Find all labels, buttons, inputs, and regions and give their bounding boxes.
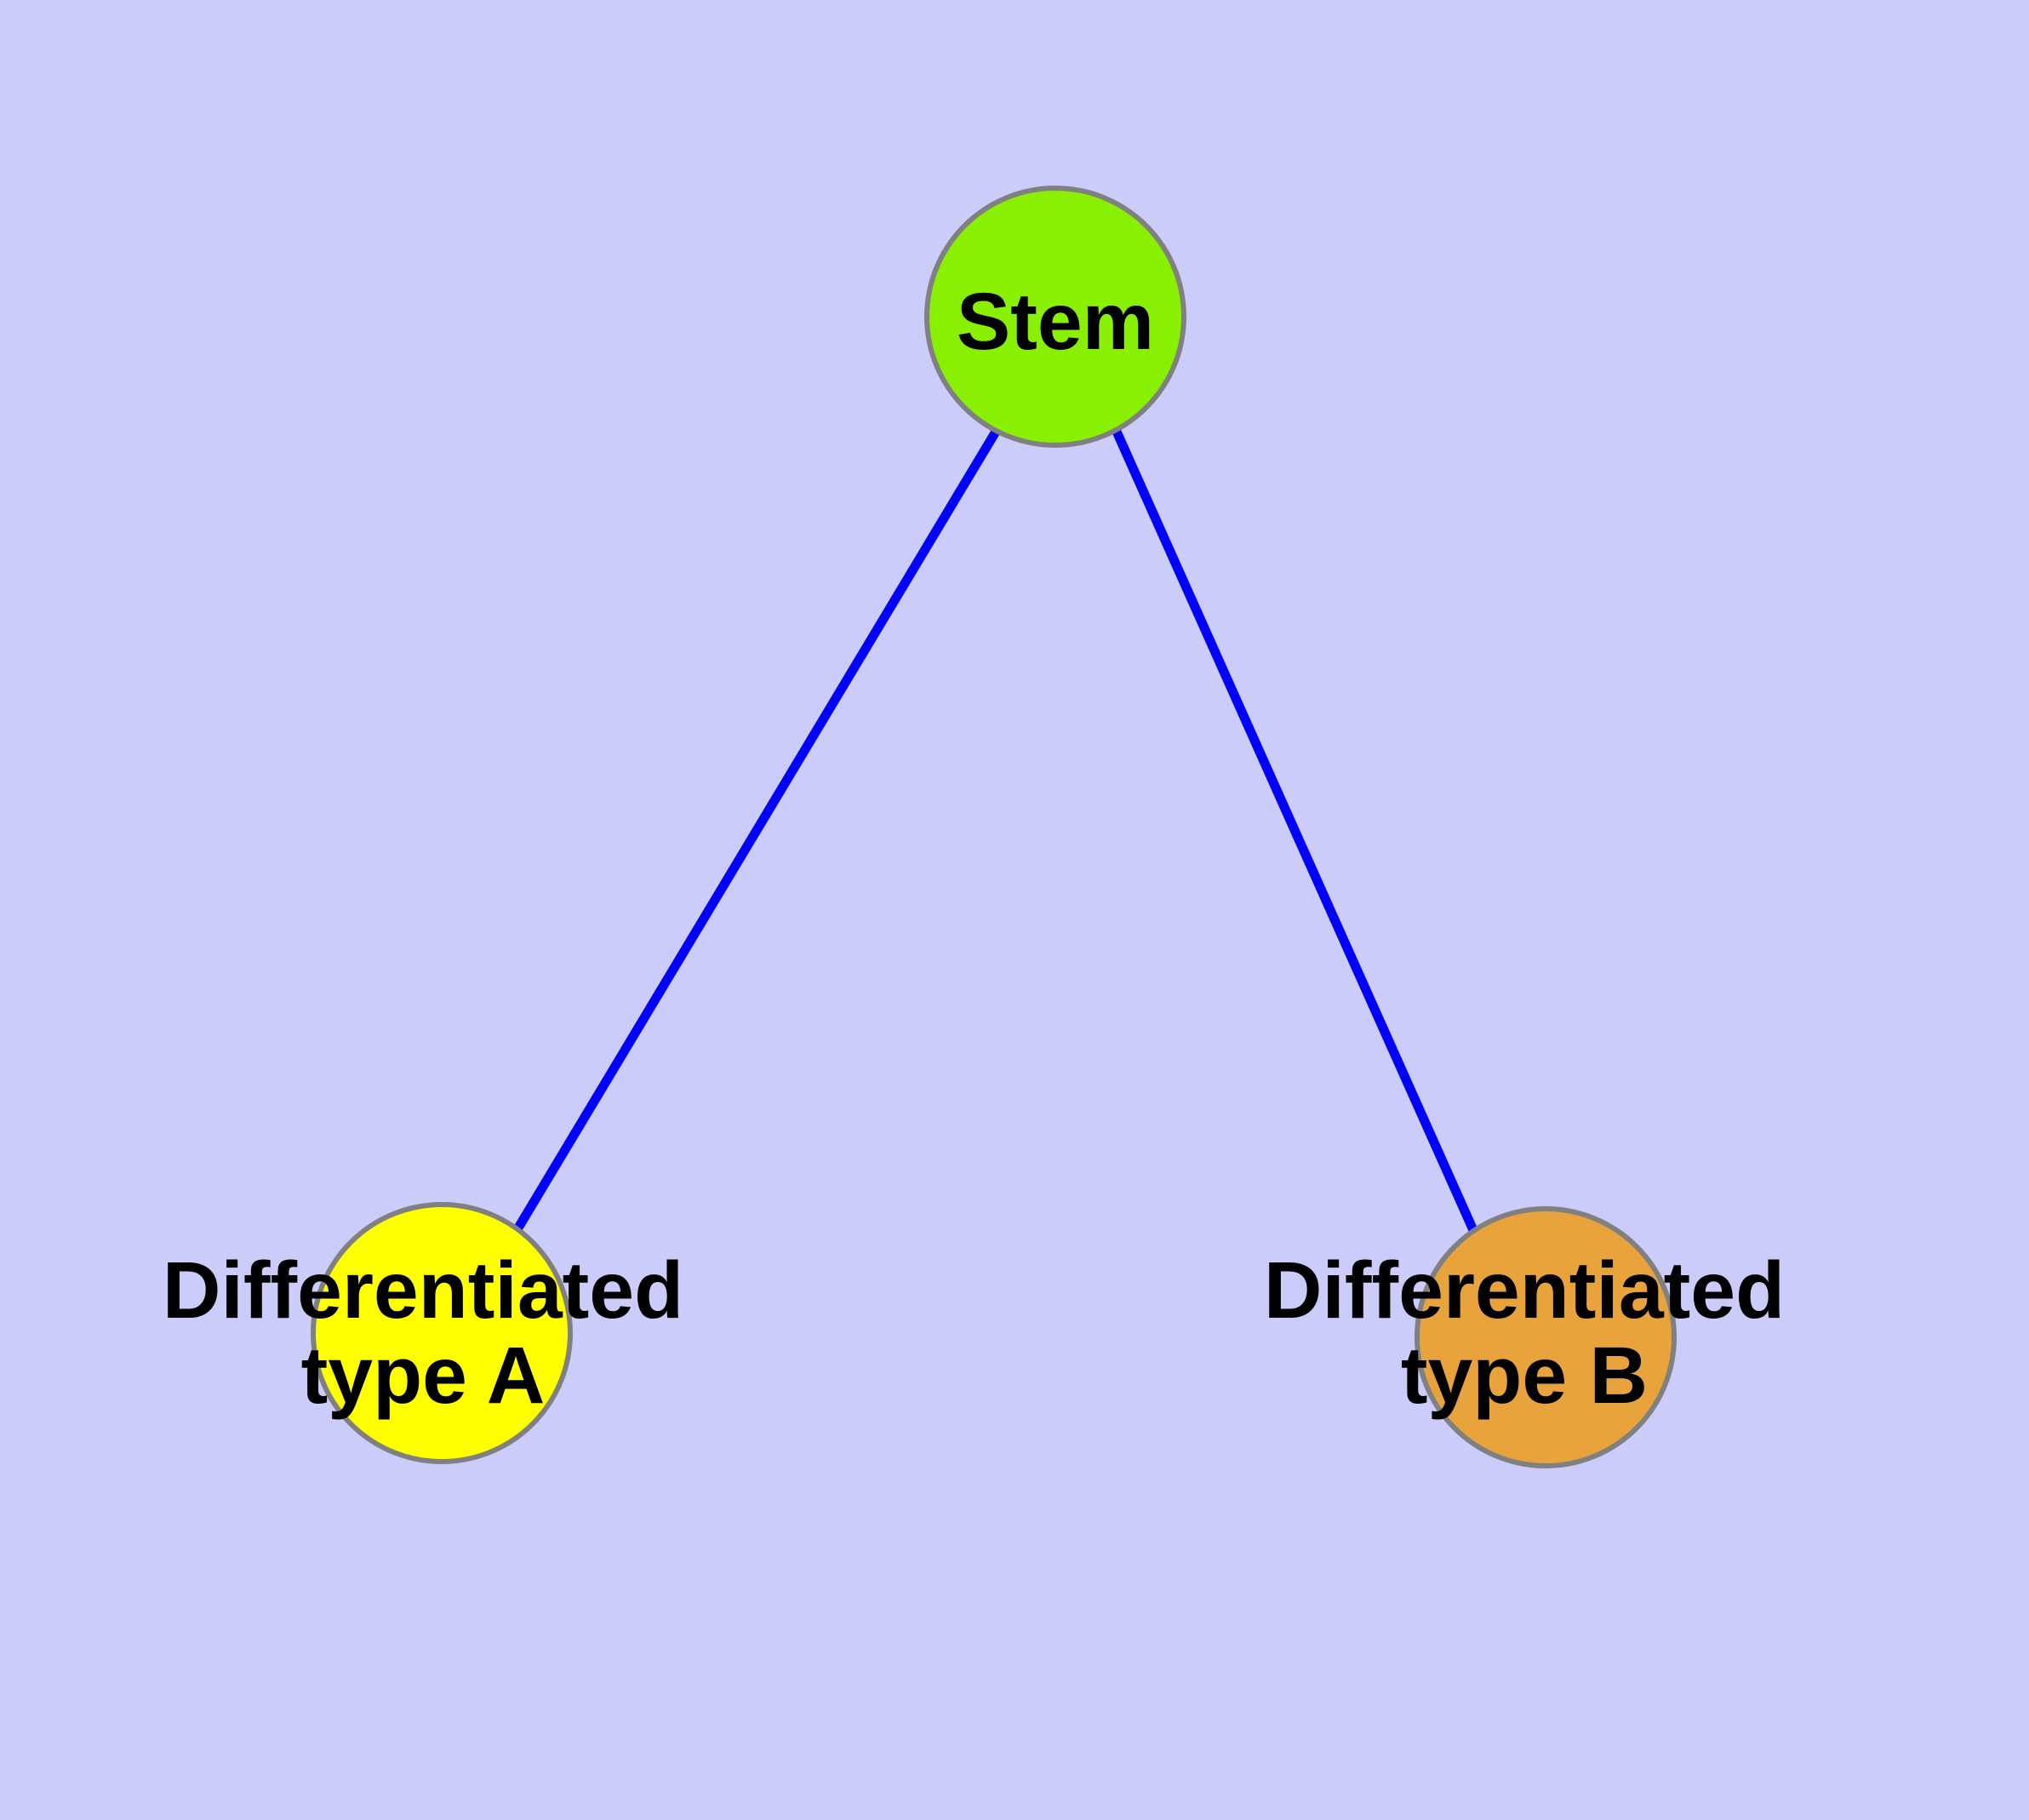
node-differentiated-type-a[interactable] [311, 1202, 573, 1464]
node-label-differentiated-type-b: type B [1401, 1331, 1648, 1421]
nodes-group [311, 186, 1677, 1468]
node-label-differentiated-type-a: Differentiated [163, 1245, 683, 1336]
node-differentiated-type-b[interactable] [1415, 1206, 1677, 1468]
node-label-differentiated-type-a: type A [301, 1331, 546, 1421]
node-stem[interactable] [924, 186, 1186, 448]
edge-stem-to-type-b [1112, 429, 1478, 1233]
edge-stem-to-type-a [513, 429, 1000, 1232]
node-label-differentiated-type-b: Differentiated [1264, 1245, 1785, 1336]
node-label-stem: Stem [957, 277, 1154, 367]
edges-group [513, 429, 1478, 1233]
